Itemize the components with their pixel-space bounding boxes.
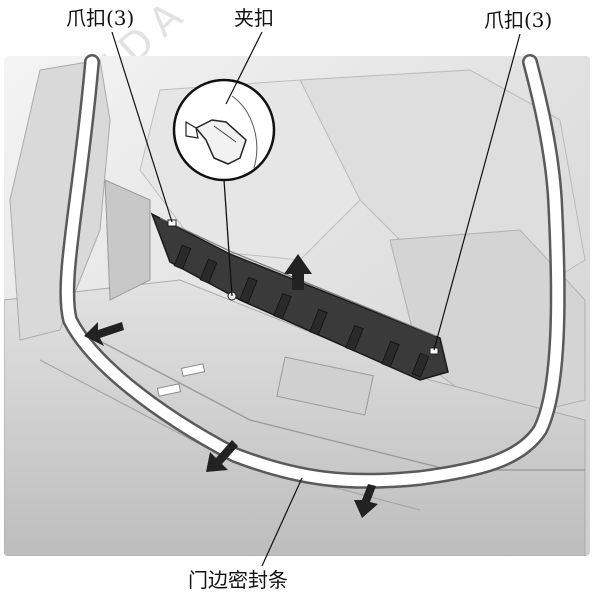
- leader-lines: [111, 31, 521, 567]
- pull-arrow-bottom-right-icon: [354, 484, 378, 518]
- trim-panel: [150, 212, 449, 381]
- pull-arrow-left-icon: [84, 322, 124, 346]
- claw-label-left: 爪扣(3): [66, 6, 135, 30]
- clip-detail-callout: [172, 78, 276, 297]
- vehicle-interior-scene: [4, 56, 590, 556]
- claw-label-right: 爪扣(3): [484, 8, 553, 32]
- clip-label: 夹扣: [234, 6, 274, 30]
- pull-arrow-bottom-left-icon: [206, 440, 238, 472]
- door-seal-label: 门边密封条: [188, 568, 288, 592]
- lift-up-arrow-icon: [284, 254, 312, 290]
